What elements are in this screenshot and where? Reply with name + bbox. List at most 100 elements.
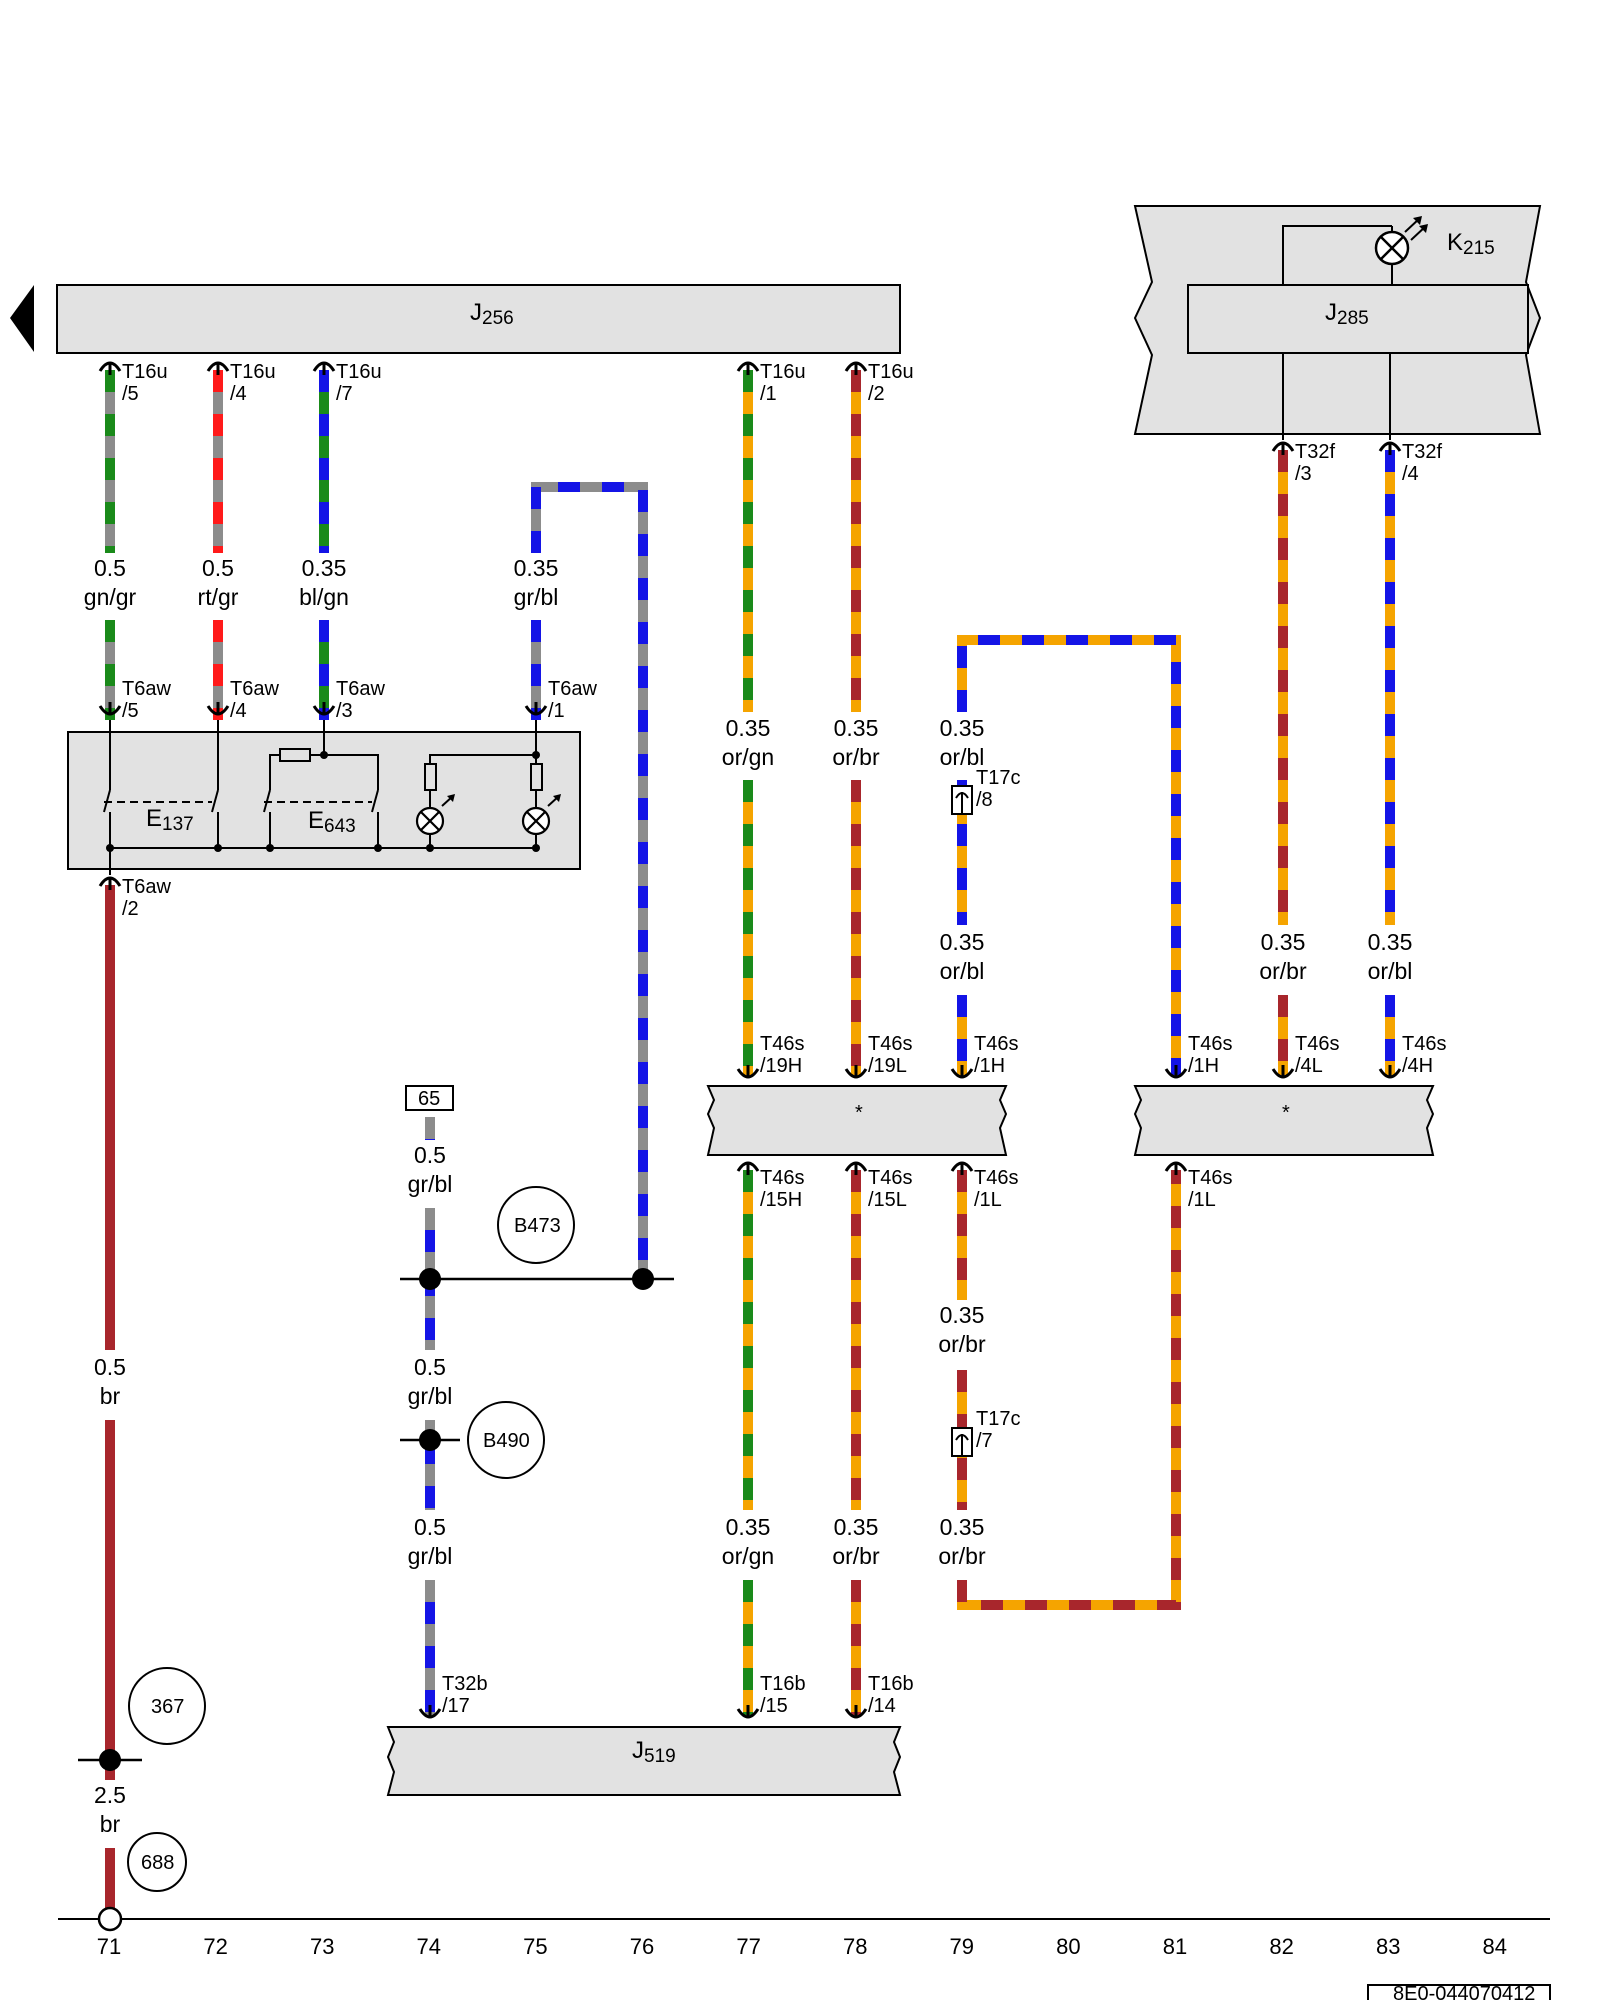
- connector-id: T46s: [974, 1167, 1018, 1189]
- connector-p-t6aw-4: T6aw/4: [206, 678, 279, 722]
- fuse-65-label: 65: [418, 1088, 440, 1110]
- connector-pin: /15L: [868, 1189, 907, 1211]
- column-number: 71: [97, 1934, 121, 1959]
- connector-p-t16u-2: T16u/2: [844, 361, 914, 405]
- wire-size: 0.5: [202, 555, 234, 581]
- connector-pin: /8: [976, 789, 993, 811]
- column-number: 77: [736, 1934, 760, 1959]
- wire-labels: 0.5gn/gr0.5rt/gr0.35bl/gn0.35gr/bl0.35or…: [84, 555, 1413, 1837]
- connector-pin: /1L: [1188, 1189, 1216, 1211]
- wire-size: 0.5: [414, 1514, 446, 1540]
- connector-id: T46s: [760, 1167, 804, 1189]
- connector-pin: /1H: [1188, 1055, 1219, 1077]
- connector-pin: /5: [122, 700, 139, 722]
- j285-box: [1187, 284, 1529, 354]
- connector-pin: /1H: [974, 1055, 1005, 1077]
- connector-id: T46s: [974, 1033, 1018, 1055]
- connector-p-t46s-15l: T46s/15L: [844, 1161, 912, 1211]
- connector-pin: /15H: [760, 1189, 802, 1211]
- connector-id: T46s: [1402, 1033, 1446, 1055]
- column-number: 76: [630, 1934, 654, 1959]
- connector-p-t46s-15h: T46s/15H: [736, 1161, 804, 1211]
- ref-367[interactable]: [128, 1667, 206, 1745]
- ref-b473[interactable]: [497, 1186, 575, 1264]
- connector-id: T6aw: [122, 678, 171, 700]
- wire-size: 0.5: [414, 1142, 446, 1168]
- connector-pin: /3: [336, 700, 353, 722]
- wire-color: gr/bl: [408, 1383, 453, 1409]
- wire-color: or/bl: [940, 744, 985, 770]
- connector-pin: /1: [760, 383, 777, 405]
- connector-p-t46s-1h-a: T46s/1H: [950, 1033, 1018, 1079]
- column-number: 73: [310, 1934, 334, 1959]
- column-number: 83: [1376, 1934, 1400, 1959]
- wire-color: or/br: [832, 1543, 880, 1569]
- wire-size: 0.35: [940, 715, 985, 741]
- connector-p-t6aw-5: T6aw/5: [98, 678, 171, 722]
- connector-pin: /14: [868, 1695, 896, 1717]
- connector-pin: /15: [760, 1695, 788, 1717]
- connector-id: T32f: [1402, 441, 1442, 463]
- wire-size: 0.35: [514, 555, 559, 581]
- wire-color: or/br: [832, 744, 880, 770]
- connector-pin: /4: [230, 383, 247, 405]
- wire-size: 2.5: [94, 1782, 126, 1808]
- wire-79d-stripe: [957, 1170, 1181, 1610]
- connector-id: T46s: [868, 1167, 912, 1189]
- connector-pin: /3: [1295, 463, 1312, 485]
- column-number: 75: [523, 1934, 547, 1959]
- ref-688[interactable]: [127, 1832, 187, 1892]
- continuation-arrow-icon: [10, 285, 34, 352]
- wire-size: 0.35: [834, 715, 879, 741]
- connector-pin: /2: [122, 898, 139, 920]
- connector-id: T16u: [336, 361, 382, 383]
- e643-label: E643: [308, 807, 356, 837]
- connector-pin: /4H: [1402, 1055, 1433, 1077]
- e137-label: E137: [146, 805, 194, 835]
- connector-id: T46s: [1295, 1033, 1339, 1055]
- connector-id: T6aw: [548, 678, 597, 700]
- connector-id: T16b: [868, 1673, 914, 1695]
- t17c-connector-icon: [951, 785, 973, 815]
- j256-label: J256: [470, 299, 514, 329]
- connector-pin: /4: [1402, 463, 1419, 485]
- wire-size: 0.35: [940, 1302, 985, 1328]
- wire-size: 0.35: [726, 1514, 771, 1540]
- wire-color: rt/gr: [198, 584, 239, 610]
- wire-79a-stripe: [957, 635, 1181, 1075]
- connector-id: T16u: [760, 361, 806, 383]
- connector-pin: /7: [336, 383, 353, 405]
- ref-b473-label: B473: [514, 1215, 561, 1237]
- star-box-a-label: *: [855, 1102, 863, 1124]
- ref-b490[interactable]: [467, 1401, 545, 1479]
- fuse-65-box: [405, 1085, 454, 1111]
- column-number: 81: [1163, 1934, 1187, 1959]
- connector-p-t16u-1: T16u/1: [736, 361, 806, 405]
- connector-p-t46s-19h: T46s/19H: [736, 1033, 804, 1079]
- connector-id: T46s: [760, 1033, 804, 1055]
- connector-id: T32f: [1295, 441, 1335, 463]
- e137-switch-icon: [103, 720, 219, 848]
- wire-size: 0.35: [302, 555, 347, 581]
- e643-switch-icon: [263, 720, 379, 848]
- wire-size: 0.35: [1261, 929, 1306, 955]
- wire-color: br: [100, 1383, 121, 1409]
- wire-color: or/gn: [722, 1543, 774, 1569]
- wire-75a: [531, 482, 648, 1279]
- connector-p-t46s-1l-a: T46s/1L: [950, 1161, 1018, 1211]
- connector-id: T32b: [442, 1673, 488, 1695]
- connector-p-t16u-5: T16u/5: [98, 361, 168, 405]
- connector-p-t6aw-2: T6aw/2: [98, 876, 171, 920]
- connector-id: T46s: [868, 1033, 912, 1055]
- k215-lamp-wire: [1282, 225, 1368, 285]
- connector-p-t6aw-1: T6aw/1: [524, 678, 597, 722]
- connector-pin: /7: [976, 1430, 993, 1452]
- j519-box: [386, 1726, 902, 1796]
- connector-pin: /4: [230, 700, 247, 722]
- connector-pin: /1L: [974, 1189, 1002, 1211]
- wire-color: or/gn: [722, 744, 774, 770]
- connector-id: T16u: [122, 361, 168, 383]
- wire-size: 0.35: [726, 715, 771, 741]
- connector-p-t46s-1h-b: T46s/1H: [1164, 1033, 1232, 1079]
